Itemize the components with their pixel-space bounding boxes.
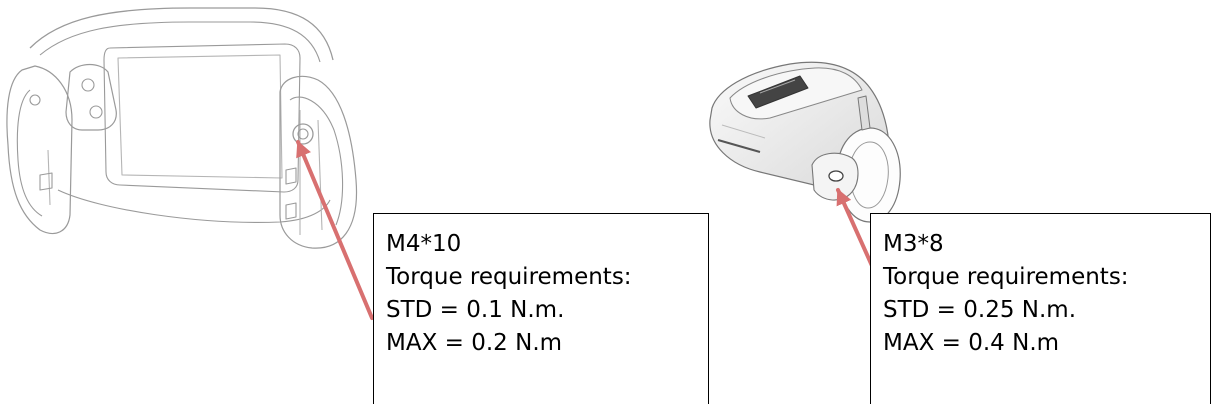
pointer-arrow-right <box>836 188 875 270</box>
torque-max: MAX = 0.4 N.m <box>883 330 1060 356</box>
control-unit-drawing <box>709 61 901 223</box>
screw-spec: M4*10 <box>386 231 462 257</box>
screw-spec: M3*8 <box>883 231 944 257</box>
torque-callout-m4: M4*10 Torque requirements: STD = 0.1 N.m… <box>373 213 709 404</box>
pointer-arrow-left <box>296 140 374 320</box>
display-bracket-drawing <box>6 7 358 249</box>
torque-heading: Torque requirements: <box>386 264 632 290</box>
torque-callout-m3: M3*8 Torque requirements: STD = 0.25 N.m… <box>870 213 1211 404</box>
torque-heading: Torque requirements: <box>883 264 1129 290</box>
torque-std: STD = 0.25 N.m. <box>883 297 1077 323</box>
torque-max: MAX = 0.2 N.m <box>386 330 563 356</box>
torque-std: STD = 0.1 N.m. <box>386 297 565 323</box>
